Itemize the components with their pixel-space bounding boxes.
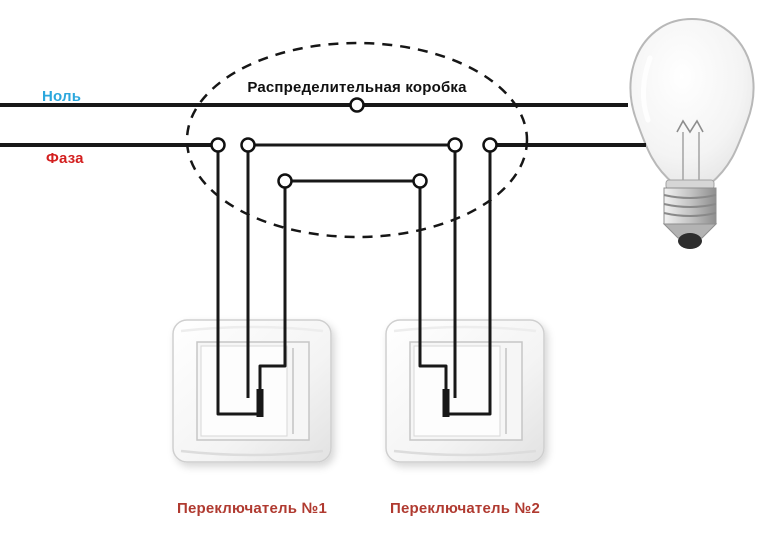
terminal-traveller-b <box>277 173 293 189</box>
bulb-glass <box>629 18 755 185</box>
bulb-screw-ridges <box>663 194 717 217</box>
terminal-lamp-out <box>482 137 498 153</box>
neutral-label: Ноль <box>42 88 82 105</box>
wire-traveller-c <box>418 181 448 392</box>
terminal-neutral <box>349 97 365 113</box>
wire-switch2-to-lamp <box>446 145 492 416</box>
terminal-phase-in <box>210 137 226 153</box>
bulb-base-taper <box>662 223 718 239</box>
terminal-traveller-c <box>412 173 428 189</box>
terminal-traveller-d <box>447 137 463 153</box>
junction-box-label: Распределительная коробка <box>247 79 467 96</box>
switch2-label: Переключатель №2 <box>389 500 541 517</box>
bulb-highlight <box>640 55 653 123</box>
light-bulb <box>629 18 755 249</box>
wire-phase-to-switch1 <box>216 145 260 416</box>
bulb-filament-coil <box>676 119 704 134</box>
terminal-traveller-a <box>240 137 256 153</box>
switch1-label: Переключатель №1 <box>176 500 328 517</box>
bulb-contact-tip <box>678 233 702 249</box>
switch1-plate <box>172 319 332 463</box>
wire-traveller-b <box>258 181 287 392</box>
switch2-plate <box>385 319 545 463</box>
junction-box <box>185 41 529 239</box>
bulb-filament-stems <box>682 132 700 182</box>
phase-label: Фаза <box>46 150 84 167</box>
